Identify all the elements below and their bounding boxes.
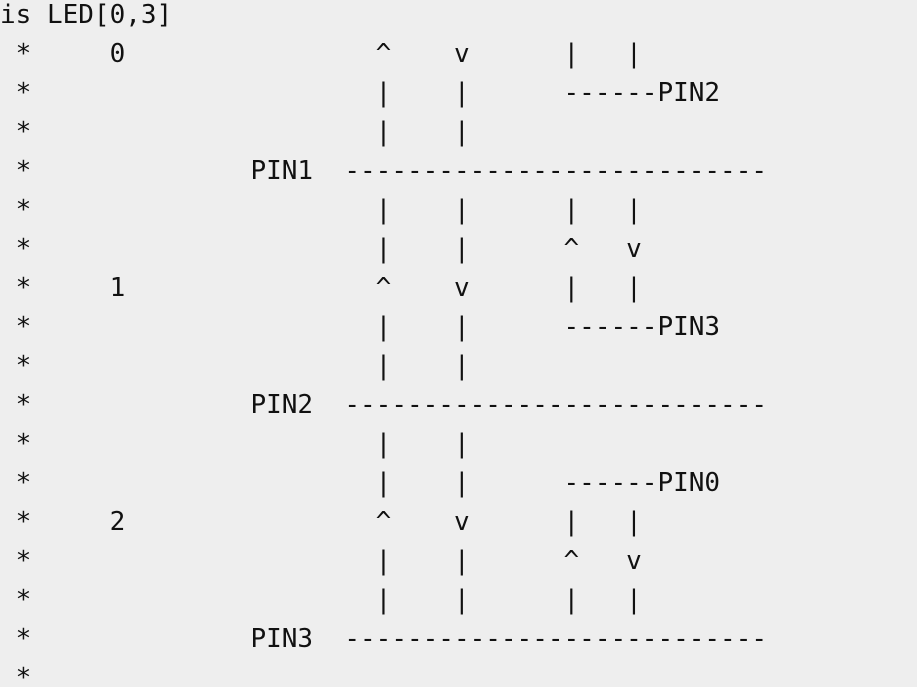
code-line-5: * PIN1 --------------------------- [0,156,768,186]
code-line-17: * PIN3 --------------------------- [0,624,768,654]
code-line-13: * | | ------PIN0 [0,468,721,498]
code-line-16: * | | | | [0,585,642,615]
code-line-7: * | | ^ v [0,234,642,264]
code-line-11: * PIN2 --------------------------- [0,390,768,420]
code-line-6: * | | | | [0,195,642,225]
code-line-1: is LED[0,3] [0,0,173,30]
code-line-18: * [0,663,32,687]
code-line-2: * 0 ^ v | | [0,39,642,69]
code-line-15: * | | ^ v [0,546,642,576]
code-line-12: * | | [0,429,470,459]
code-line-14: * 2 ^ v | | [0,507,642,537]
code-line-9: * | | ------PIN3 [0,312,721,342]
code-line-3: * | | ------PIN2 [0,78,721,108]
code-line-4: * | | [0,117,470,147]
code-line-8: * 1 ^ v | | [0,273,642,303]
code-line-10: * | | [0,351,470,381]
